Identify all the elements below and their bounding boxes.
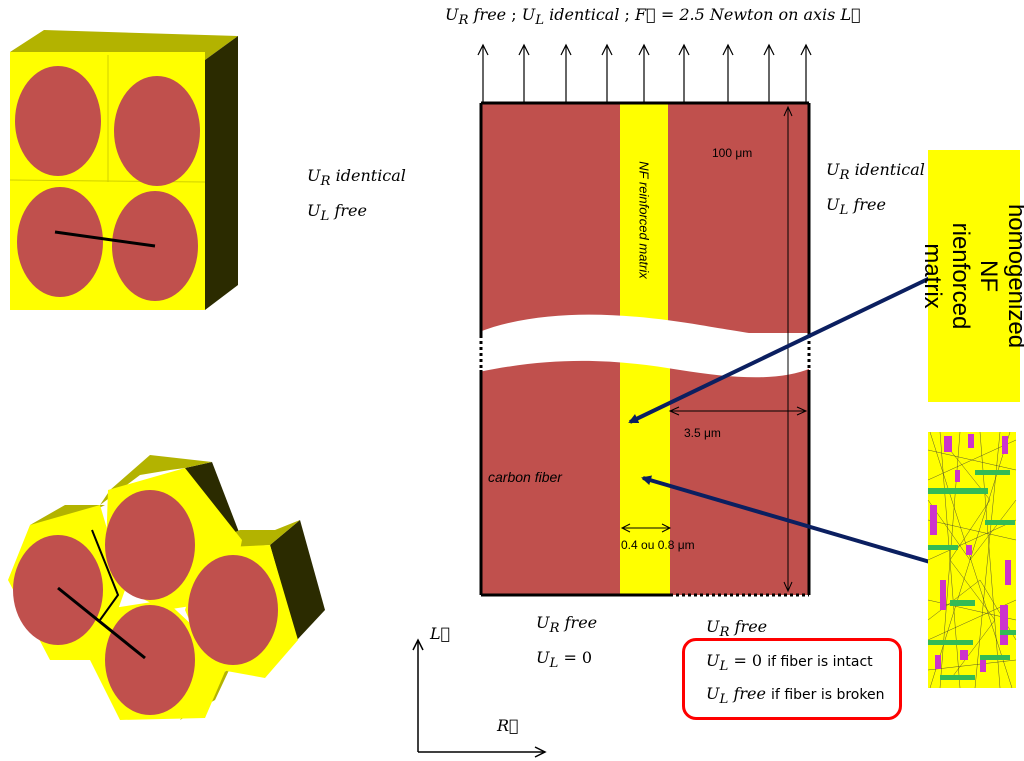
square-fiber-1 [15, 66, 101, 176]
load-arrows [477, 43, 812, 103]
square-packing-block [9, 30, 238, 310]
length-label: 100 μm [712, 146, 753, 160]
fiber-state-callout [682, 638, 902, 720]
force-spec: F⃗ = 2.5 Newton on axis L⃗ [635, 5, 861, 24]
top-boundary-condition: UR free ; UL identical ; F⃗ = 2.5 Newton… [445, 5, 861, 29]
bottom-left-condition-2: UL = 0 [536, 648, 593, 672]
left-boundary-condition-2: UL free [307, 201, 367, 225]
fiber-region-lower [481, 360, 620, 595]
square-fiber-2 [114, 76, 200, 186]
break-gap [479, 314, 811, 378]
bottom-right-condition: UR free [706, 617, 768, 641]
hex-cell-border [91, 529, 120, 621]
hexagonal-packing-block [8, 455, 325, 720]
hex-fiber-2 [105, 490, 195, 600]
mesh-pointer-arrow [641, 475, 931, 564]
bottom-left-condition-1: UR free [536, 613, 598, 637]
fiber-model [479, 101, 811, 597]
homogenized-label-box [928, 150, 1020, 402]
hex-side-right [270, 520, 325, 640]
hex-fiber-4 [105, 605, 195, 715]
hex-fiber-3 [188, 555, 278, 665]
square-fiber-3 [17, 187, 103, 297]
axis-l-label: L⃗ [430, 624, 451, 643]
hex-top-face-1 [100, 455, 212, 505]
fiber-region-upper [481, 103, 620, 333]
nf-matrix-label: NF reinforced matrix [636, 161, 652, 279]
carbon-fiber-label: carbon fiber [488, 469, 562, 485]
right-boundary-condition-2: UL free [826, 195, 886, 219]
square-block-side [205, 36, 238, 310]
coordinate-axes [412, 638, 547, 758]
homogenized-label: homogenized NF rienforced matrix [919, 203, 1024, 349]
square-section-line [54, 230, 156, 248]
right-boundary-condition-1: UR identical [826, 160, 925, 184]
axis-r-label: R⃗ [497, 716, 519, 735]
homogenized-pointer-arrow [628, 276, 931, 424]
left-boundary-condition-1: UR identical [307, 166, 406, 190]
interphase-upper [620, 103, 668, 333]
interphase-thickness-label: 0.4 ou 0.8 μm [621, 538, 695, 552]
matrix-region-lower [670, 360, 809, 595]
hex-section-line [57, 586, 146, 660]
radius-label: 3.5 μm [684, 426, 721, 440]
hex-fiber-1 [13, 535, 103, 645]
callout-line-intact: UL = 0 if fiber is intact [706, 651, 873, 675]
matrix-region-upper [668, 103, 809, 333]
mesh-image [927, 431, 1017, 689]
callout-line-broken: UL free if fiber is broken [706, 684, 885, 708]
